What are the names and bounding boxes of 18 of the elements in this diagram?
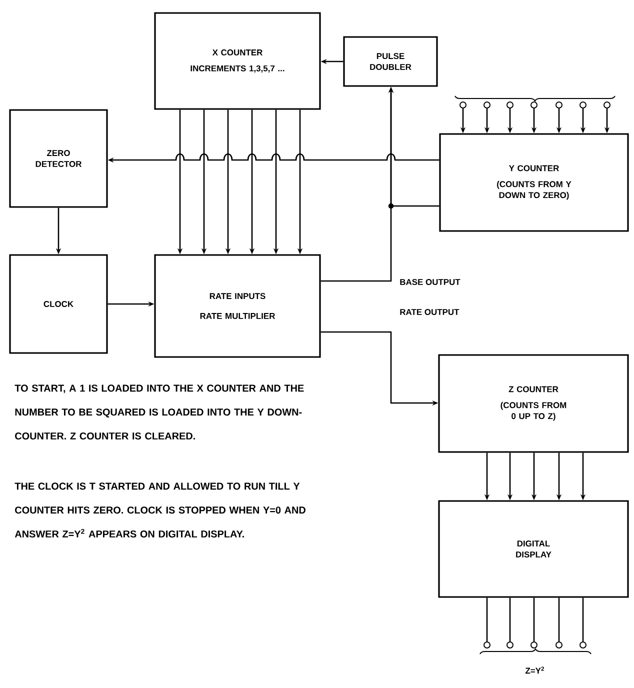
note-text: TO START, A 1 IS LOADED INTO THE X COUNTER AND THE NUMBER TO BE SQUARED IS LOADED INTO THE Y DOWN-COUNTER. Z COUNTER IS CLEARED. xyxy=(14,384,304,440)
doubler-box: PULSE DOUBLER xyxy=(343,36,438,87)
counter-box: X COUNTER INCREMENTS 1,3,5,7 ... xyxy=(154,12,321,110)
edge-label: RATE OUTPUT xyxy=(400,309,460,315)
counter-box: Z COUNTER (COUNTS FROM 0 UP TO Z) xyxy=(438,354,629,453)
multiplier-box: RATE INPUTS RATE MULTIPLIER xyxy=(154,254,321,358)
counter-box: Y COUNTER (COUNTS FROM Y DOWN TO ZERO) xyxy=(439,133,629,232)
display-box: DIGITAL DISPLAY xyxy=(438,500,629,598)
connector xyxy=(533,598,535,642)
output-label: Z=Y$^{2}$ xyxy=(525,666,544,674)
edge-label: BASE OUTPUT xyxy=(400,279,460,285)
connector xyxy=(558,598,560,642)
note-text: THE CLOCK IS T STARTED AND ALLOWED TO RUN TILL Y COUNTER HITS ZERO. CLOCK IS STOPPED WHEN Y=0 AND ANSWER Z=Y$^{2}$ APPEARS ON DIGITAL DISPLAY. xyxy=(14,482,306,538)
connector xyxy=(509,598,511,642)
connector xyxy=(582,598,584,642)
detector-box: ZERO DETECTOR xyxy=(9,109,108,208)
clock-box: CLOCK xyxy=(9,254,108,354)
connector xyxy=(486,598,488,642)
